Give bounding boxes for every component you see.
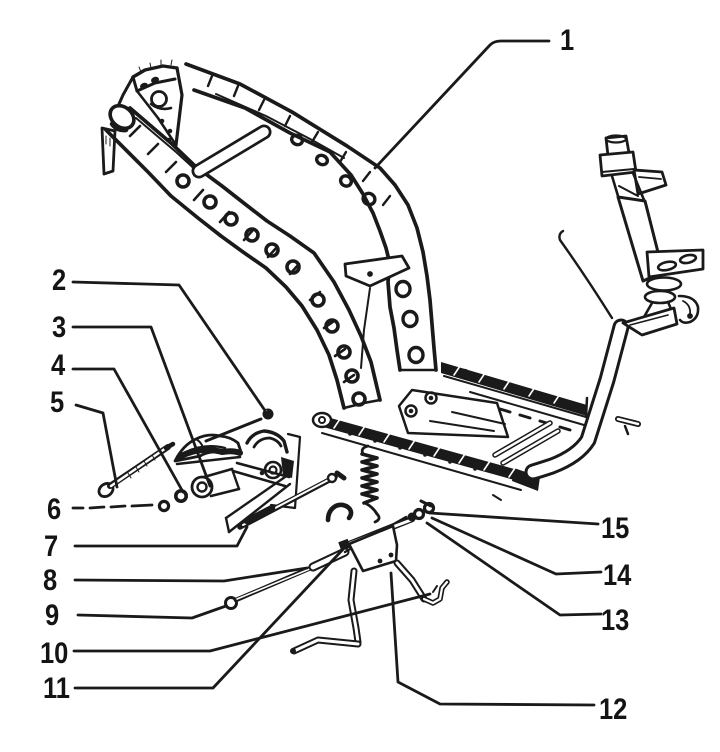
svg-text:2: 2 <box>52 263 66 296</box>
svg-text:10: 10 <box>40 636 68 669</box>
svg-text:5: 5 <box>50 385 64 418</box>
svg-text:14: 14 <box>603 558 632 591</box>
svg-text:8: 8 <box>43 563 57 596</box>
svg-text:6: 6 <box>47 492 61 525</box>
svg-text:11: 11 <box>43 671 70 704</box>
svg-text:7: 7 <box>44 529 58 562</box>
svg-text:15: 15 <box>601 511 629 544</box>
svg-text:1: 1 <box>560 23 574 56</box>
svg-text:13: 13 <box>601 603 629 636</box>
svg-text:4: 4 <box>51 348 66 381</box>
svg-text:12: 12 <box>599 692 627 725</box>
svg-text:3: 3 <box>52 310 66 343</box>
svg-text:9: 9 <box>45 598 59 631</box>
